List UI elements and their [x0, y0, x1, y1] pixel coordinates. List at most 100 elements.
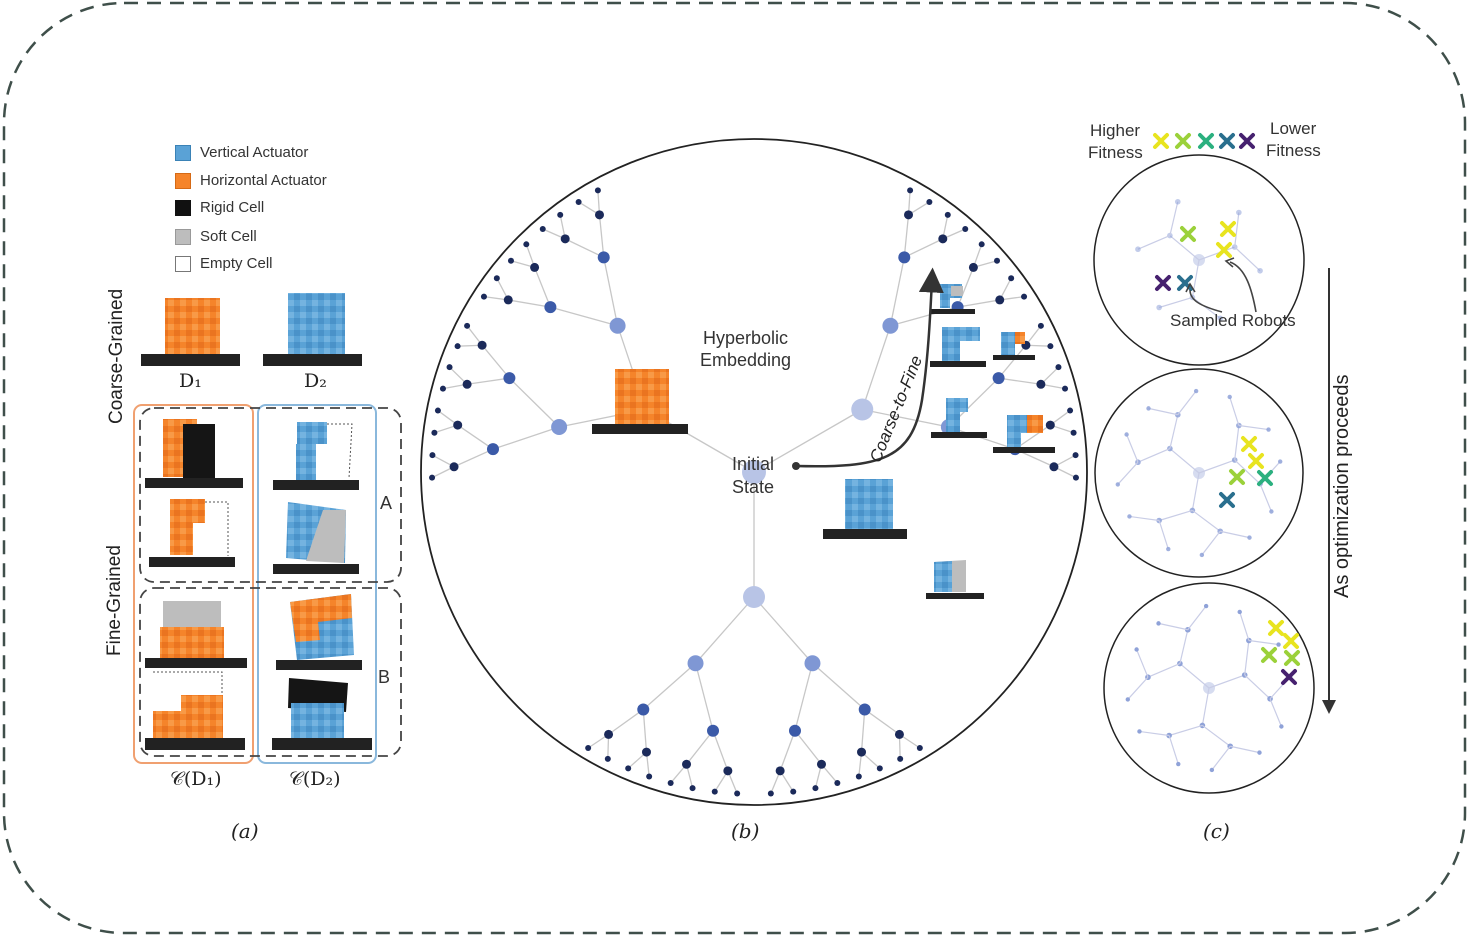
small-tree-edge — [1234, 459, 1261, 485]
tree-edge — [903, 214, 910, 258]
tree-node — [480, 293, 487, 300]
robot-b-small5 — [993, 415, 1055, 453]
small-tree-node — [1199, 552, 1205, 558]
tree-edge — [998, 344, 1027, 379]
small-tree-edge — [1230, 745, 1260, 754]
small-tree-node — [1203, 603, 1209, 609]
small-tree-node — [1156, 304, 1162, 311]
tree-edge — [492, 426, 560, 450]
small-tree-edge — [1259, 483, 1272, 512]
small-tree-edge — [1129, 515, 1160, 522]
robot-b-small6 — [926, 560, 984, 599]
small-tree-edge — [1269, 698, 1282, 727]
robot-fine-b3 — [276, 594, 362, 670]
tree-node — [434, 407, 441, 414]
fitness-cross-marker — [1257, 470, 1273, 486]
small-tree-edge — [1202, 724, 1231, 747]
tree-edge — [564, 238, 605, 258]
fitness-cross-marker — [1155, 275, 1171, 291]
tree-node — [790, 788, 797, 795]
small-tree-edge — [1137, 448, 1171, 463]
fitness-cross-marker — [1153, 133, 1169, 149]
tree-edge — [864, 708, 900, 735]
higher-fitness-label: Fitness — [1088, 143, 1143, 162]
tree-node — [916, 745, 923, 752]
tree-node — [992, 372, 1005, 385]
tree-edge — [694, 663, 714, 731]
tree-node — [462, 379, 472, 389]
tree-node — [641, 747, 651, 757]
tree-node — [898, 251, 911, 264]
tree-edge — [467, 377, 510, 385]
small-tree-node — [1209, 767, 1215, 773]
small-tree-node — [1135, 246, 1141, 253]
tree-node — [625, 765, 632, 772]
tree-node — [816, 759, 826, 769]
robot-fine-a4 — [273, 502, 359, 574]
robot-fine-a2 — [149, 499, 235, 567]
robot-fine-b1 — [145, 601, 247, 668]
small-tree-edge — [1148, 407, 1178, 416]
robot-fine-a1 — [145, 419, 243, 488]
group-a-frame — [139, 407, 402, 583]
tree-node — [429, 474, 436, 481]
state-label: State — [732, 477, 775, 497]
tree-node — [503, 295, 513, 305]
small-tree-edge — [1158, 296, 1193, 309]
tree-node — [834, 780, 841, 787]
small-tree-edge — [1179, 629, 1189, 664]
tree-node — [477, 340, 487, 350]
coarse-to-fine-arrow — [795, 267, 944, 468]
tree-node — [962, 225, 969, 232]
tree-node — [1047, 343, 1054, 350]
robot-fine-b4 — [272, 678, 372, 750]
tree-node — [503, 372, 516, 385]
fitness-cross-marker — [1216, 242, 1232, 258]
tree-node — [429, 452, 436, 459]
small-tree-edge — [1168, 724, 1203, 737]
small-tree-node — [1247, 535, 1252, 540]
coarse-grained-label: Coarse-Grained — [106, 288, 127, 424]
small-tree-edge — [1137, 235, 1171, 250]
tree-node — [530, 262, 540, 272]
tree-node — [637, 703, 650, 716]
small-tree-edge — [1198, 459, 1235, 474]
tree-node — [743, 586, 765, 608]
rigid-cell-swatch — [175, 199, 191, 216]
fitness-cross-marker — [1261, 647, 1277, 663]
tree-node — [907, 187, 914, 194]
frame-c-d1 — [133, 404, 254, 764]
small-tree-edge — [1198, 246, 1235, 261]
tree-node — [944, 211, 951, 218]
tree-node — [1055, 364, 1062, 371]
small-tree-node — [1266, 427, 1271, 432]
poincare-disk — [420, 138, 1088, 806]
tree-node — [486, 443, 499, 456]
lower-fitness-label: Fitness — [1266, 141, 1321, 160]
legend-label-empty: Empty Cell — [200, 255, 273, 272]
small-tree-node — [1257, 750, 1262, 755]
fitness-cross-marker — [1180, 226, 1196, 242]
tree-node — [812, 785, 819, 792]
legend-label-vertical: Vertical Actuator — [200, 144, 309, 161]
tree-node — [876, 765, 883, 772]
legend-label-soft: Soft Cell — [200, 228, 257, 245]
poincare-disk-c3 — [1103, 582, 1315, 794]
tree-node — [855, 773, 862, 780]
small-tree-edge — [1169, 414, 1179, 449]
fitness-cross-marker — [1198, 133, 1214, 149]
tree-node — [711, 788, 718, 795]
c-d1-label: 𝒞(D₁) — [170, 768, 222, 790]
small-tree-node — [1278, 459, 1283, 464]
small-tree-node — [1269, 509, 1274, 514]
group-b-frame — [139, 587, 402, 757]
small-tree-edge — [1208, 674, 1245, 689]
poincare-disk-c1 — [1093, 154, 1305, 366]
tree-node — [994, 257, 1001, 264]
small-tree-edge — [1244, 640, 1250, 676]
tree-node — [689, 785, 696, 792]
hyperbolic-tree — [429, 187, 1079, 797]
d1-label: D₁ — [179, 370, 202, 392]
